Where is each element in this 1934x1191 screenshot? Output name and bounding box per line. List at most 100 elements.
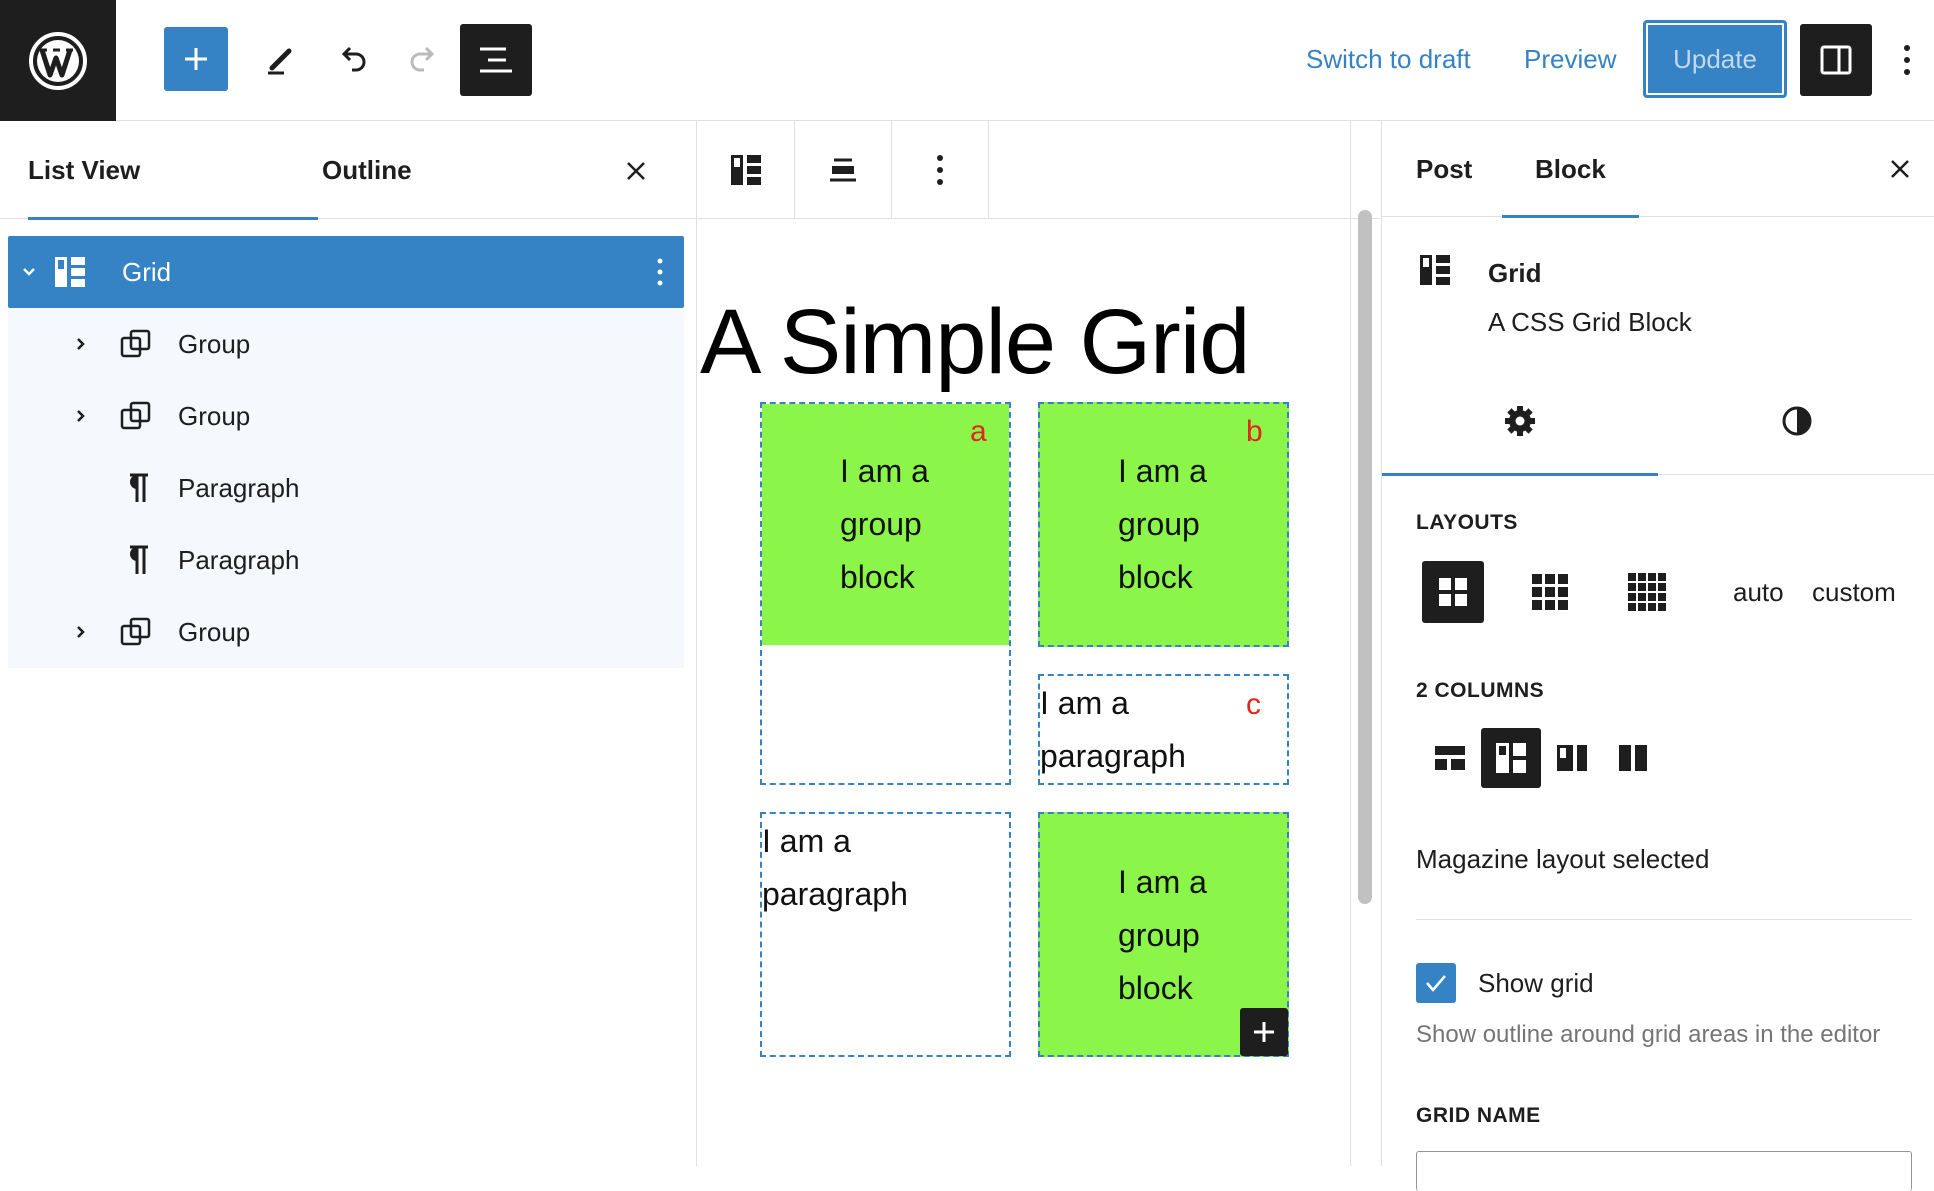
gear-icon xyxy=(1505,406,1535,436)
grid-cell-paragraph-c[interactable] xyxy=(1038,674,1289,785)
group-block-icon xyxy=(116,324,156,364)
column-layout-sidebar-button[interactable] xyxy=(1542,728,1602,788)
block-toolbar xyxy=(698,121,1380,219)
layout-auto-button[interactable]: auto xyxy=(1733,577,1784,607)
tree-item-label: Grid xyxy=(122,256,172,287)
block-card-description: A CSS Grid Block xyxy=(1488,307,1692,337)
layout-status: Magazine layout selected xyxy=(1416,844,1710,874)
tree-item-paragraph[interactable]: Paragraph xyxy=(8,452,684,524)
grid-block-icon xyxy=(50,252,90,292)
grid-name-label: GRID NAME xyxy=(1416,1104,1541,1127)
tab-post[interactable]: Post xyxy=(1416,153,1473,184)
column-layout-split-button[interactable] xyxy=(1603,728,1663,788)
inspector-tabs xyxy=(1382,367,1934,476)
text-line: paragraph xyxy=(1040,738,1186,774)
redo-icon xyxy=(410,46,435,72)
more-options-button[interactable] xyxy=(892,121,989,219)
chevron-down-icon[interactable] xyxy=(14,257,44,287)
update-button[interactable]: Update xyxy=(1643,20,1787,98)
tab-block[interactable]: Block xyxy=(1502,121,1639,218)
group-block-icon xyxy=(116,612,156,652)
chevron-right-icon[interactable] xyxy=(66,617,96,647)
group-text: I am a group block xyxy=(1118,445,1207,604)
contrast-icon xyxy=(1782,406,1812,436)
column-layout-magazine-button[interactable] xyxy=(1481,728,1541,788)
kebab-menu-icon xyxy=(937,155,943,185)
tree-item-label: Group xyxy=(178,616,251,647)
tools-button[interactable] xyxy=(244,24,316,96)
page-title[interactable]: A Simple Grid xyxy=(700,290,1250,393)
options-button[interactable] xyxy=(1880,24,1934,96)
grid-block-icon xyxy=(1418,253,1452,292)
text-line: I am a xyxy=(1118,453,1207,489)
chevron-right-icon[interactable] xyxy=(66,401,96,431)
tab-settings[interactable] xyxy=(1382,367,1658,476)
layout-split-icon xyxy=(1619,745,1647,771)
switch-to-draft-button[interactable]: Switch to draft xyxy=(1306,44,1471,74)
undo-button[interactable] xyxy=(316,24,388,96)
group-text: I am a group block xyxy=(840,445,929,604)
column-layout-top-button[interactable] xyxy=(1420,728,1480,788)
preview-button[interactable]: Preview xyxy=(1524,44,1617,74)
layout-sidebar-icon xyxy=(1557,745,1587,771)
plus-icon xyxy=(1254,1022,1274,1042)
close-list-view-button[interactable] xyxy=(610,145,662,197)
text-line: block xyxy=(840,559,915,595)
layout-4x4-button[interactable] xyxy=(1616,561,1678,623)
list-view-icon xyxy=(480,47,512,73)
grid-cell-group-a[interactable] xyxy=(760,402,1011,785)
layout-2x2-button[interactable] xyxy=(1422,561,1484,623)
tree-item-paragraph[interactable]: Paragraph xyxy=(8,524,684,596)
tab-list-view[interactable]: List View xyxy=(28,121,319,220)
redo-button[interactable] xyxy=(388,24,460,96)
close-icon xyxy=(627,162,645,180)
canvas-scrollbar[interactable] xyxy=(1358,210,1372,904)
text-line: I am a xyxy=(762,823,851,859)
block-card-title: Grid xyxy=(1488,258,1542,288)
grid-name-input[interactable] xyxy=(1416,1151,1912,1191)
tree-item-group[interactable]: Group xyxy=(8,596,684,668)
grid-area-label: c xyxy=(1246,688,1261,721)
layout-magazine-icon xyxy=(1496,743,1526,773)
tree-item-label: Paragraph xyxy=(178,544,300,575)
text-line: I am a xyxy=(1040,685,1129,721)
show-grid-checkbox[interactable] xyxy=(1416,963,1456,1003)
document-overview-button[interactable] xyxy=(460,24,532,96)
close-icon xyxy=(1891,160,1909,178)
canvas-edge xyxy=(1350,121,1351,1166)
columns-label: 2 COLUMNS xyxy=(1416,679,1545,702)
show-grid-help: Show outline around grid areas in the ed… xyxy=(1416,1021,1881,1048)
paragraph-block-icon xyxy=(116,540,156,580)
sidebar-tabs: Post Block xyxy=(1382,121,1934,218)
grid-block-icon xyxy=(731,155,761,185)
tree-item-group[interactable]: Group xyxy=(8,380,684,452)
block-options-icon[interactable] xyxy=(648,252,672,292)
tab-outline[interactable]: Outline xyxy=(322,154,412,185)
align-button[interactable] xyxy=(795,121,892,219)
tree-item-grid[interactable]: Grid xyxy=(8,236,684,308)
tab-styles[interactable] xyxy=(1659,367,1934,475)
text-line: block xyxy=(1118,970,1193,1006)
show-grid-label[interactable]: Show grid xyxy=(1478,968,1594,998)
close-sidebar-button[interactable] xyxy=(1876,145,1924,193)
grid-cell-group-b[interactable] xyxy=(1038,402,1289,647)
tree-item-label: Paragraph xyxy=(178,472,300,503)
add-block-button[interactable] xyxy=(164,27,228,91)
tree-item-label: Group xyxy=(178,328,251,359)
tree-item-group[interactable]: Group xyxy=(8,308,684,380)
settings-button[interactable] xyxy=(1800,24,1872,96)
wordpress-logo-icon[interactable] xyxy=(0,0,116,121)
layout-top-wide-icon xyxy=(1435,746,1465,770)
block-tree: Grid Group Group xyxy=(8,236,684,668)
text-line: group xyxy=(1118,917,1200,953)
grid-cell-paragraph[interactable] xyxy=(760,812,1011,1057)
text-line: group xyxy=(1118,506,1200,542)
plus-icon xyxy=(185,48,207,70)
block-type-button[interactable] xyxy=(698,121,795,219)
layout-custom-button[interactable]: custom xyxy=(1812,577,1896,607)
align-center-icon xyxy=(830,158,856,182)
chevron-right-icon[interactable] xyxy=(66,329,96,359)
block-appender-button[interactable] xyxy=(1240,1008,1288,1056)
layout-3x3-button[interactable] xyxy=(1519,561,1581,623)
list-view-tabs: List View Outline xyxy=(0,121,697,220)
